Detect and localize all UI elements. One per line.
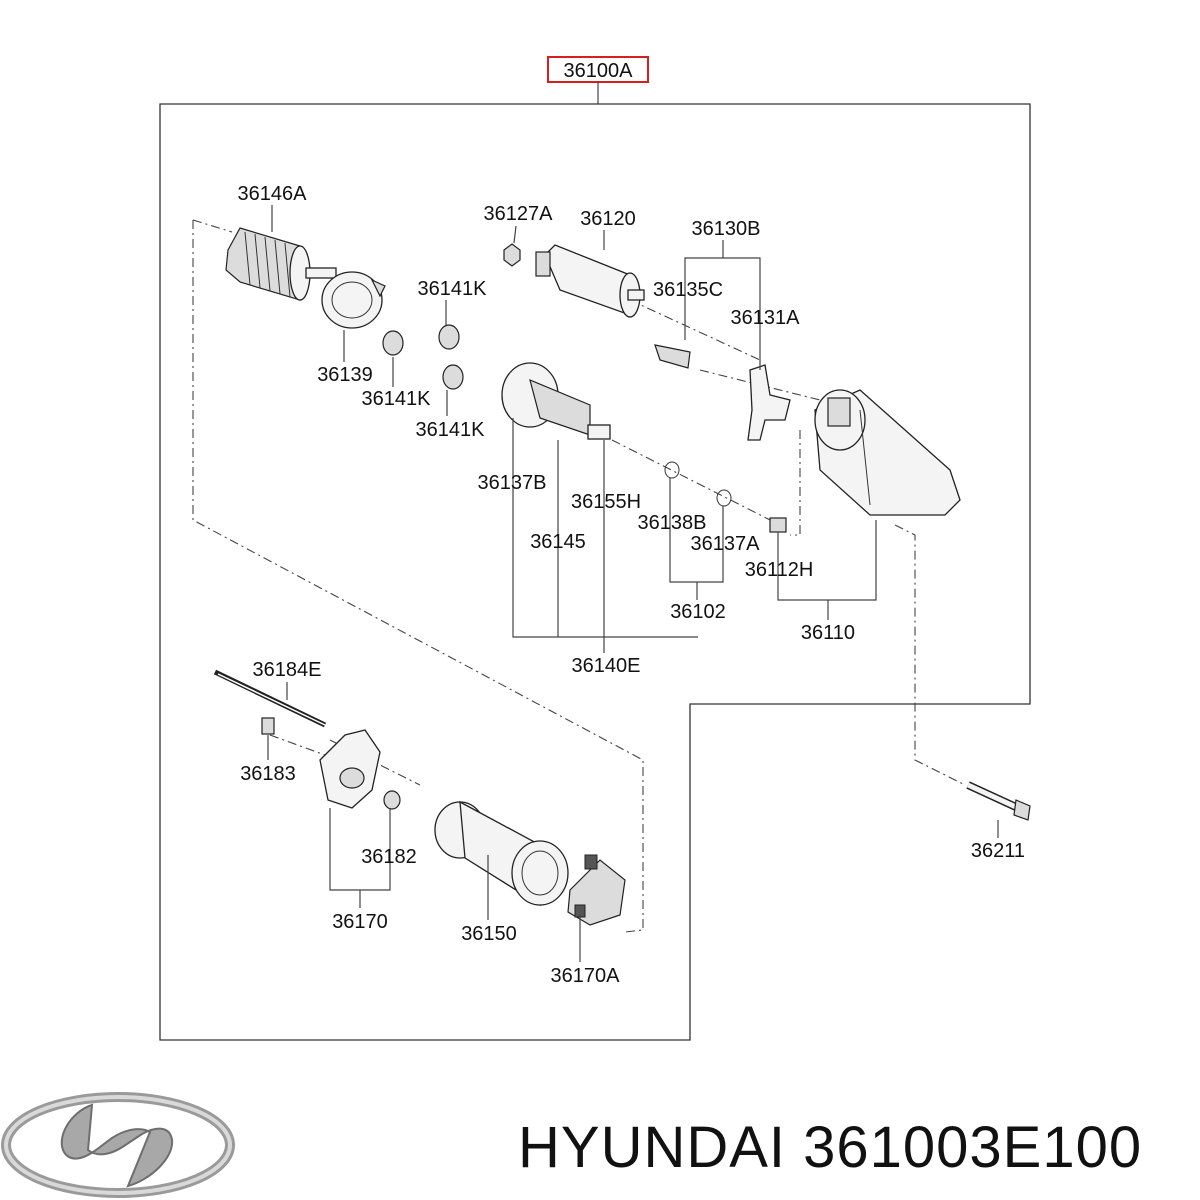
screw-part (261, 717, 275, 735)
label-36120[interactable]: 36120 (580, 208, 636, 230)
plunger-part (654, 344, 691, 369)
label-36183[interactable]: 36183 (240, 763, 296, 785)
mount-bolt-part (966, 781, 1031, 821)
label-36141K-bottom[interactable]: 36141K (416, 419, 486, 441)
label-36137B[interactable]: 36137B (478, 472, 547, 494)
through-bolt-part (213, 669, 327, 728)
hyundai-logo-icon (1, 1092, 235, 1198)
bearing-parts (382, 324, 464, 390)
leader-lines (267, 205, 999, 962)
armature-part (225, 227, 337, 301)
brush-holder-part (567, 854, 626, 926)
nut-part (503, 243, 521, 267)
assembly-guide-lines (192, 219, 966, 933)
label-36184E[interactable]: 36184E (253, 659, 322, 681)
brand-part-number-caption: HYUNDAI 361003E100 (518, 1115, 1143, 1180)
part-labels: 36146A 36127A 36120 36130B 36141K 36135C… (238, 183, 1026, 987)
yoke-part (434, 800, 569, 907)
label-36150[interactable]: 36150 (461, 923, 517, 945)
label-36141K-top[interactable]: 36141K (418, 278, 488, 300)
end-bushing-part (383, 790, 401, 810)
end-frame-part (319, 729, 381, 809)
label-36130B[interactable]: 36130B (692, 218, 761, 240)
label-36131A[interactable]: 36131A (731, 307, 801, 329)
label-36138B[interactable]: 36138B (638, 512, 707, 534)
label-36112H[interactable]: 36112H (745, 559, 814, 581)
washer-parts (664, 461, 732, 507)
label-36182[interactable]: 36182 (361, 846, 417, 868)
label-36141K-mid[interactable]: 36141K (362, 388, 432, 410)
label-36155H[interactable]: 36155H (571, 491, 641, 513)
label-36110[interactable]: 36110 (801, 622, 855, 644)
label-36140E[interactable]: 36140E (572, 655, 641, 677)
brush-plate-part (321, 271, 386, 329)
label-36146A[interactable]: 36146A (238, 183, 308, 205)
clutch-part (501, 362, 611, 440)
label-36211[interactable]: 36211 (971, 840, 1025, 862)
assembly-frame (159, 103, 1031, 1041)
label-36139[interactable]: 36139 (317, 364, 373, 386)
lever-part (747, 364, 791, 441)
label-36145[interactable]: 36145 (530, 531, 586, 553)
solenoid-part (535, 244, 645, 318)
label-36102[interactable]: 36102 (670, 601, 726, 623)
bushing-part (769, 517, 787, 533)
label-36127A[interactable]: 36127A (484, 203, 554, 225)
label-36135C[interactable]: 36135C (653, 279, 723, 301)
assembly-label[interactable]: 36100A (564, 60, 634, 82)
label-36170A[interactable]: 36170A (551, 965, 621, 987)
label-36170[interactable]: 36170 (332, 911, 388, 933)
housing-part (814, 389, 961, 516)
label-36137A[interactable]: 36137A (691, 533, 761, 555)
